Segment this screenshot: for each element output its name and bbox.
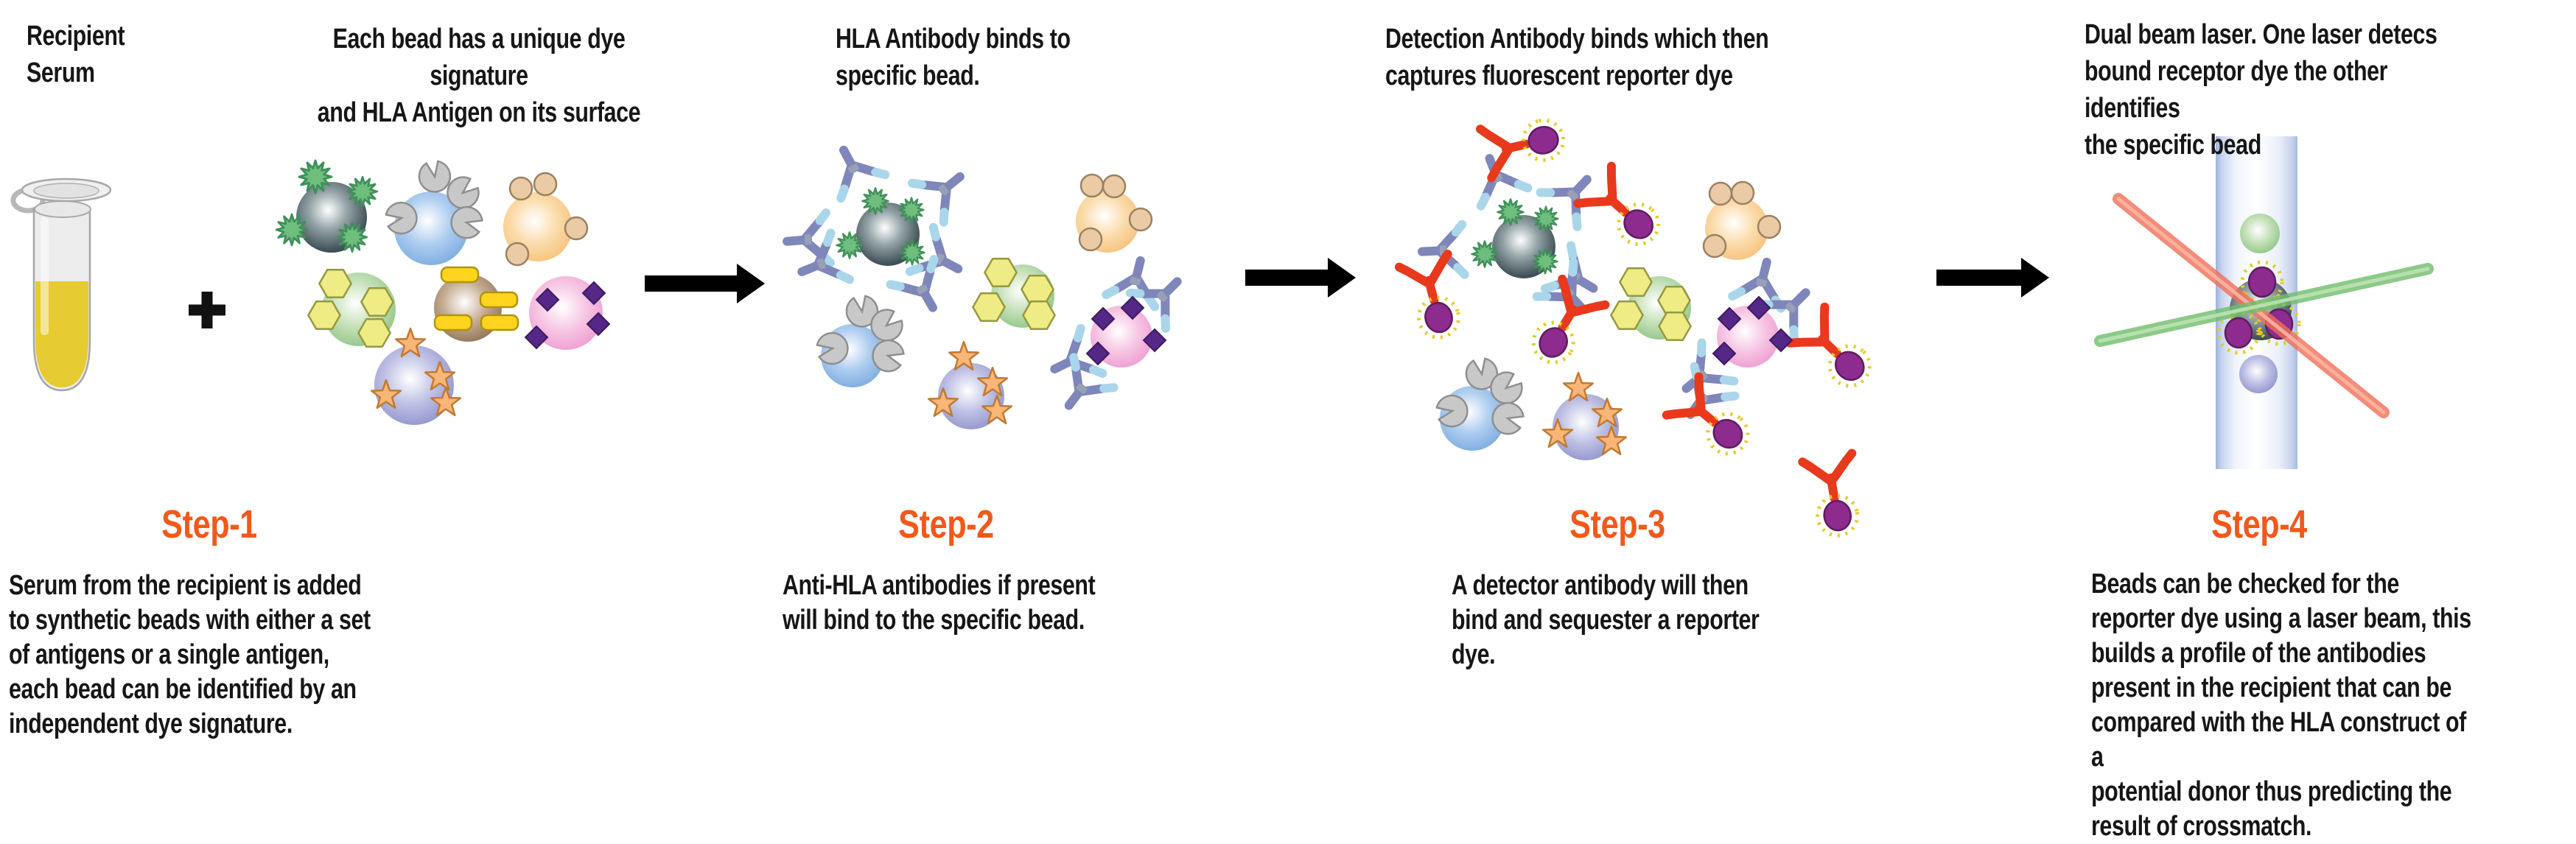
bead-periwinkle-star bbox=[1541, 371, 1628, 460]
bead-pink-with-detection bbox=[1667, 256, 1882, 540]
tube-collar bbox=[34, 200, 91, 218]
step2-description: Anti-HLA antibodies if present will bind… bbox=[783, 570, 1096, 636]
recipient-serum-label: Recipient Serum bbox=[27, 21, 125, 88]
bead-orange-circle bbox=[503, 172, 589, 267]
arrow-step3-to-step4 bbox=[1936, 258, 2049, 298]
step1-description: Serum from the recipient is added to syn… bbox=[9, 570, 371, 739]
step3-header: Detection Antibody binds which then capt… bbox=[1385, 24, 1769, 91]
bead-pink-with-antibodies bbox=[1043, 255, 1194, 421]
arrow-step2-to-step3 bbox=[1245, 258, 1356, 298]
plus-icon bbox=[189, 292, 225, 328]
step3-graphic bbox=[1399, 111, 1881, 539]
green-bead-in-channel bbox=[2240, 214, 2280, 253]
step3-title: Step-3 bbox=[1569, 502, 1665, 546]
arrow-step1-to-step2 bbox=[645, 264, 765, 303]
bead-blue-wedge bbox=[383, 158, 486, 265]
serum-tube bbox=[10, 177, 112, 392]
step2-title: Step-2 bbox=[898, 502, 994, 546]
detection-antibody-with-dye-icon bbox=[1480, 111, 1569, 177]
step3-description: A detector antibody will then bind and s… bbox=[1452, 570, 1760, 670]
green-laser-beam bbox=[2094, 263, 2434, 347]
bead-green-hexagon bbox=[1610, 267, 1692, 341]
step1-header: Each bead has a unique dye signature and… bbox=[317, 24, 641, 128]
step1-graphic bbox=[10, 158, 610, 425]
step1-title: Step-1 bbox=[161, 502, 257, 546]
bead-green-hexagon bbox=[972, 258, 1056, 330]
step4-graphic bbox=[2094, 136, 2434, 469]
bead-periwinkle-star bbox=[927, 340, 1013, 429]
bead-blue-wedge bbox=[814, 293, 909, 387]
assay-diagram-canvas bbox=[10, 0, 2434, 811]
bead-green-hexagon bbox=[307, 269, 396, 348]
step4-header: Dual beam laser. One laser detecs bound … bbox=[2085, 19, 2437, 161]
step2-header: HLA Antibody binds to specific bead. bbox=[836, 24, 1071, 91]
bead-periwinkle-star bbox=[370, 327, 462, 425]
bead-blue-wedge bbox=[1434, 356, 1529, 451]
bead-dark-with-detection bbox=[1399, 111, 1670, 372]
step4-description: Beads can be checked for the reporter dy… bbox=[2091, 569, 2471, 842]
bead-dark-starburst bbox=[275, 159, 379, 253]
step4-title: Step-4 bbox=[2211, 502, 2307, 546]
periwinkle-bead-in-channel bbox=[2239, 355, 2278, 393]
bead-pink-diamond bbox=[525, 276, 610, 350]
bead-brown-bar bbox=[433, 266, 519, 342]
bead-dark-with-antibodies bbox=[785, 138, 976, 320]
bead-orange-circle bbox=[1702, 180, 1782, 260]
bead-orange-circle bbox=[1076, 173, 1153, 253]
step2-graphic bbox=[785, 138, 1195, 429]
